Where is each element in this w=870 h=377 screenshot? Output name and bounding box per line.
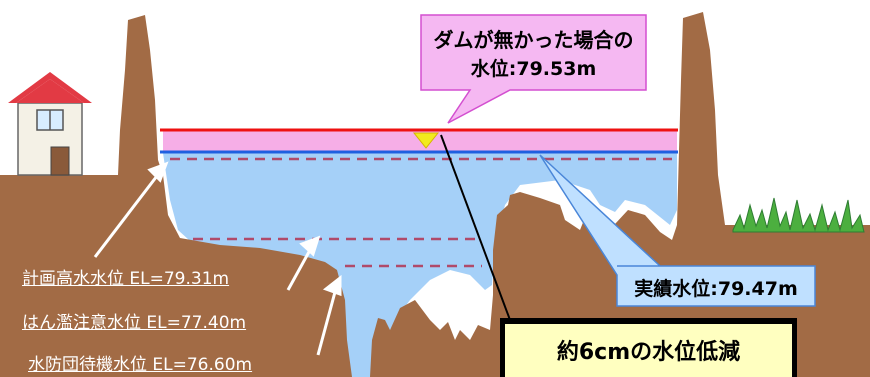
reduction-text: 約6cmの水位低減 [556,340,741,365]
no-dam-callout-line2: 水位:79.53m [421,54,646,81]
actual-level-callout-bubble [539,154,816,307]
no-dam-callout-bubble [420,14,647,124]
house-icon [8,72,92,176]
flood-standby-label: 水防団待機水位 EL=76.60m [28,355,253,375]
actual-level-text: 実績水位:79.47m [617,274,815,301]
water-level-marker-icon [412,132,440,149]
actual-level-label: 実績水位 [634,278,711,300]
no-dam-level-value: :79.53m [508,58,597,80]
grass-icon [732,197,865,233]
flood-caution-label: はん濫注意水位 EL=77.40m [22,313,247,333]
arrow-icon [93,161,342,356]
reduction-pointer-line [440,134,511,321]
no-dam-callout-line1: ダムが無かった場合の [433,28,634,52]
no-dam-level-label: 水位 [470,58,509,80]
reduction-box-inner [505,324,792,377]
planned-high-water-label: 計画高水水位 EL=79.31m [22,269,230,289]
actual-level-value: :79.47m [710,278,798,300]
